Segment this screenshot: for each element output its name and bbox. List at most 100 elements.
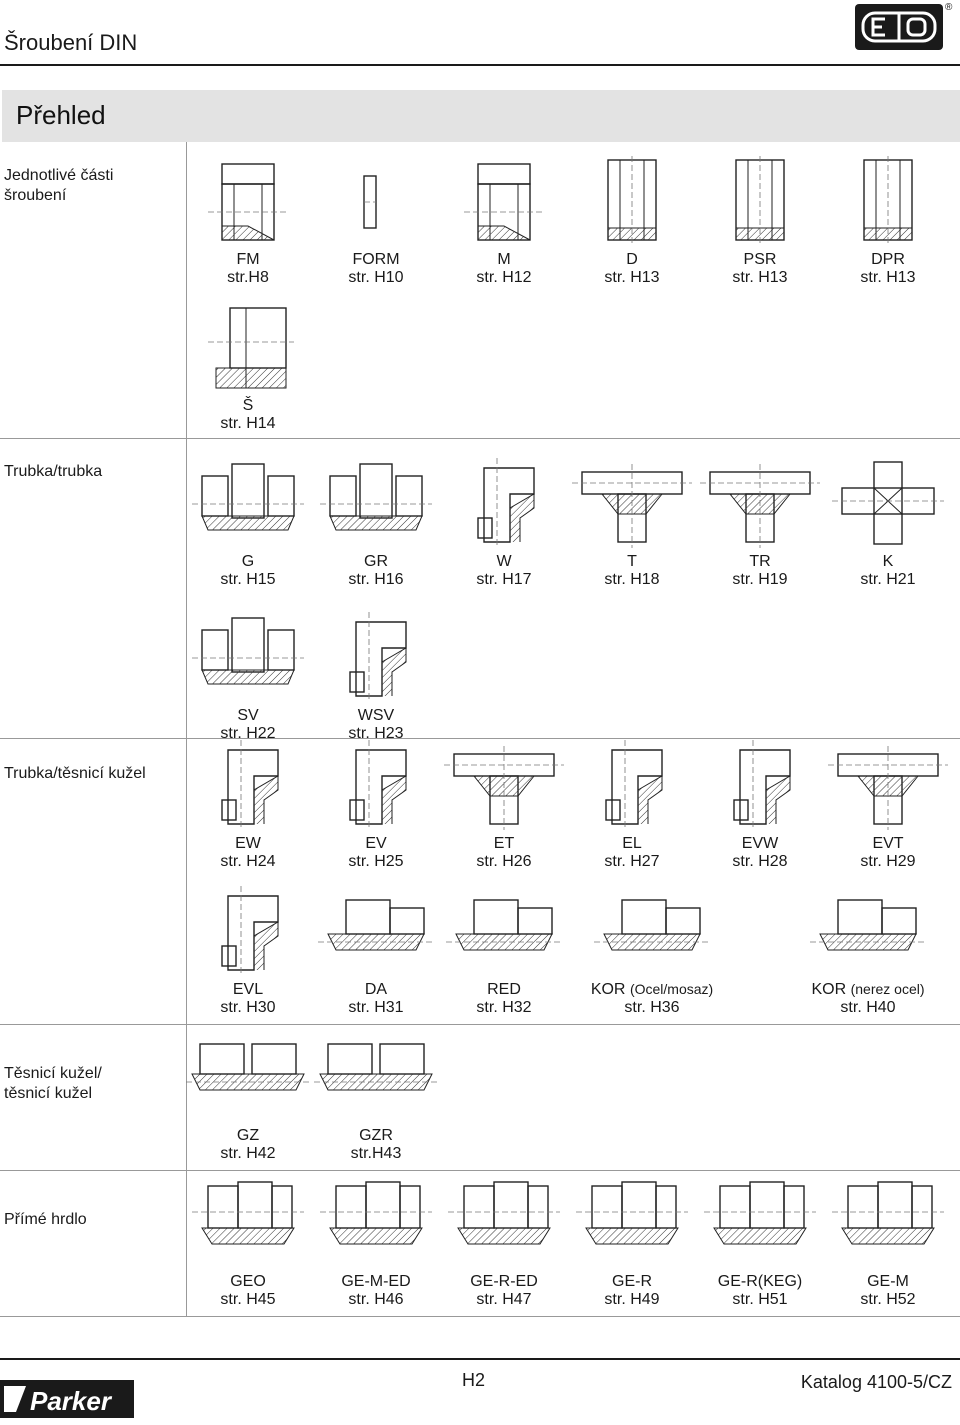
fitting-page-ref: str. H15: [220, 571, 276, 588]
fitting-drawing-icon: [448, 1181, 560, 1245]
fitting-item: KOR (nerez ocel)str. H40: [798, 886, 938, 1017]
fitting-page-ref: str. H31: [348, 999, 404, 1016]
fitting-drawing-icon: [828, 746, 948, 830]
section-divider: [0, 1170, 960, 1171]
fitting-page-ref: str. H40: [840, 999, 896, 1016]
fitting-name: GE-R: [612, 1273, 652, 1290]
footer-rule: [0, 1358, 960, 1360]
fitting-drawing-icon: [208, 307, 294, 389]
fitting-page-ref: str. H51: [732, 1291, 788, 1308]
fitting-item: WSV str. H23: [306, 612, 446, 743]
eo-logo-icon: [855, 4, 943, 50]
fitting-drawing-icon: [318, 899, 434, 951]
fitting-name: FORM: [352, 251, 400, 268]
fitting-page-ref: str. H28: [732, 853, 788, 870]
fitting-drawing-icon: [320, 1181, 432, 1245]
fitting-page-ref: str. H22: [220, 725, 276, 742]
page-title: Šroubení DIN: [4, 30, 138, 55]
fitting-name: GZR: [359, 1127, 393, 1144]
section-divider: [0, 1024, 960, 1025]
fitting-drawing-icon: [221, 740, 279, 830]
header-rule: [0, 64, 960, 66]
parker-logo-icon: Parker: [0, 1380, 134, 1418]
fitting-drawing-icon: [733, 740, 791, 830]
fitting-item: K str. H21: [818, 458, 958, 589]
fitting-name: TR: [749, 553, 771, 570]
fitting-page-ref: str. H16: [348, 571, 404, 588]
fitting-name: M: [497, 251, 511, 268]
fitting-name: EV: [365, 835, 387, 852]
fitting-name: ET: [493, 835, 515, 852]
fitting-note: (Ocel/mosaz): [629, 981, 714, 997]
fitting-page-ref: str.H43: [350, 1145, 402, 1162]
fitting-item: GE-R-ED str. H47: [434, 1178, 574, 1309]
fitting-drawing-icon: [572, 464, 692, 548]
registered-mark: ®: [945, 2, 953, 13]
section-divider: [0, 1316, 960, 1317]
section-label-parts: Jednotlivé části šroubení: [4, 167, 114, 204]
fitting-name: FM: [236, 251, 260, 268]
fitting-page-ref: str. H45: [220, 1291, 276, 1308]
fitting-page-ref: str. H30: [220, 999, 276, 1016]
fitting-name: WSV: [357, 707, 395, 724]
fitting-item: D str. H13: [562, 156, 702, 287]
fitting-name: GE-M: [867, 1273, 909, 1290]
fitting-page-ref: str. H14: [220, 415, 276, 432]
fitting-page-ref: str. H13: [860, 269, 916, 286]
fitting-page-ref: str. H46: [348, 1291, 404, 1308]
fitting-drawing-icon: [444, 746, 564, 830]
fitting-drawing-icon: [832, 1181, 944, 1245]
fitting-drawing-icon: [477, 458, 535, 548]
fitting-drawing-icon: [320, 463, 432, 531]
fitting-drawing-icon: [594, 899, 710, 951]
fitting-item: PSR str. H13: [690, 156, 830, 287]
fitting-item: SV str. H22: [178, 612, 318, 743]
fitting-name: SV: [237, 707, 259, 724]
fitting-page-ref: str. H23: [348, 725, 404, 742]
column-divider: [186, 142, 187, 1316]
fitting-drawing-icon: [605, 740, 663, 830]
fitting-page-ref: str. H52: [860, 1291, 916, 1308]
fitting-drawing-icon: [186, 1043, 310, 1091]
fitting-name: EL: [622, 835, 642, 852]
fitting-page-ref: str. H42: [220, 1145, 276, 1162]
fitting-name: DPR: [871, 251, 905, 268]
fitting-item: EVW str. H28: [690, 740, 830, 871]
svg-text:Parker: Parker: [30, 1386, 113, 1416]
fitting-name: PSR: [743, 251, 777, 268]
fitting-page-ref: str. H47: [476, 1291, 532, 1308]
fitting-page-ref: str. H49: [604, 1291, 660, 1308]
section-label-tube-tube: Trubka/trubka: [4, 463, 103, 480]
fitting-name: GR: [364, 553, 388, 570]
fitting-drawing-icon: [349, 612, 407, 702]
fitting-item: Š str. H14: [178, 302, 318, 433]
fitting-page-ref: str. H19: [732, 571, 788, 588]
fitting-name: EVW: [741, 835, 779, 852]
fitting-item: GZ str. H42: [178, 1032, 318, 1163]
fitting-item: EV str. H25: [306, 740, 446, 871]
fitting-name: G: [241, 553, 255, 570]
fitting-name: DA: [364, 981, 388, 998]
fitting-drawing-icon: [810, 899, 926, 951]
fitting-drawing-icon: [314, 1043, 438, 1091]
fitting-item: DA str. H31: [306, 886, 446, 1017]
fitting-name: K: [882, 553, 894, 570]
fitting-drawing-icon: [464, 163, 544, 241]
fitting-note: (nerez ocel): [850, 981, 925, 997]
fitting-drawing-icon: [863, 156, 913, 246]
overview-title: Přehled: [16, 100, 106, 130]
fitting-item: G str. H15: [178, 458, 318, 589]
fitting-item: GE-M str. H52: [818, 1178, 958, 1309]
fitting-page-ref: str. H36: [624, 999, 680, 1016]
fitting-page-ref: str. H24: [220, 853, 276, 870]
section-label-tube-cone: Trubka/těsnicí kužel: [4, 765, 146, 782]
fitting-drawing-icon: [192, 617, 304, 685]
fitting-item: DPR str. H13: [818, 156, 958, 287]
fitting-page-ref: str. H27: [604, 853, 660, 870]
fitting-drawing-icon: [446, 899, 562, 951]
fitting-name: RED: [487, 981, 521, 998]
fitting-name: Š: [242, 397, 254, 414]
fitting-item: GZR str.H43: [306, 1032, 446, 1163]
fitting-item: EVT str. H29: [818, 740, 958, 871]
fitting-name: EVT: [872, 835, 904, 852]
